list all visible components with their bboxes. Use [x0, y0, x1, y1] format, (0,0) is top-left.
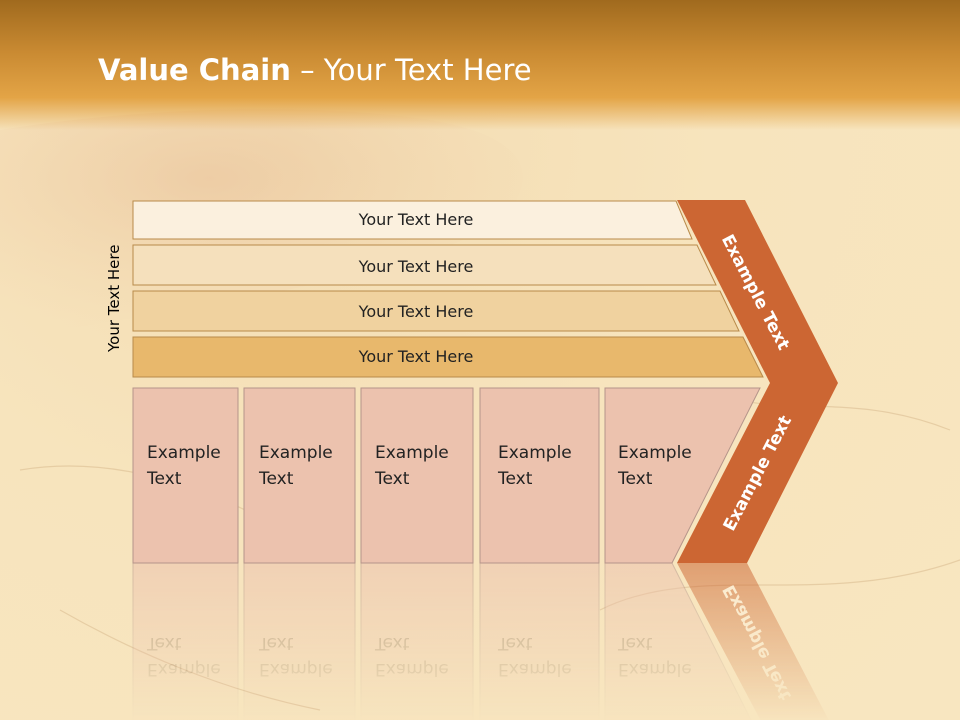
activity-box-1-line2: Text	[146, 469, 182, 489]
activity-box-2-line1: Example	[259, 443, 333, 463]
reflection-boxes	[132, 562, 829, 720]
activity-box-1-line1: Example	[147, 443, 221, 463]
support-band-2[interactable]	[132, 244, 717, 286]
support-band-2-label: Your Text Here	[358, 257, 474, 276]
support-bands: Your Text Here Your Text Here Your Text …	[132, 200, 764, 378]
reflection-text-4a: Example	[498, 659, 572, 679]
page-title: Value Chain – Your Text Here	[98, 53, 532, 87]
reflection-text-5b: Text	[617, 633, 653, 653]
title-bold: Value Chain	[98, 53, 291, 87]
activity-box-4[interactable]	[479, 387, 600, 564]
reflection-text-1a: Example	[147, 659, 221, 679]
margin-chevron-shape[interactable]	[677, 200, 838, 563]
activity-box-2-line2: Text	[258, 469, 294, 489]
reflection-text-2a: Example	[259, 659, 333, 679]
activity-box-4-line1: Example	[498, 443, 572, 463]
support-band-4-label: Your Text Here	[358, 347, 474, 366]
support-band-1[interactable]	[132, 200, 693, 240]
reflection-text-1b: Text	[146, 633, 182, 653]
reflection-text-4b: Text	[497, 633, 533, 653]
diagram-reflection: Example Text Example Text Example Text E…	[132, 562, 829, 720]
activity-box-3-line1: Example	[375, 443, 449, 463]
activity-box-1[interactable]	[132, 387, 239, 564]
support-band-4[interactable]	[132, 336, 764, 378]
title-rest: – Your Text Here	[290, 53, 532, 87]
activity-box-3[interactable]	[360, 387, 474, 564]
support-band-1-label: Your Text Here	[358, 210, 474, 229]
primary-activities: Example Text Example Text Example Text E…	[132, 387, 761, 564]
reflection-text-3a: Example	[375, 659, 449, 679]
activity-box-5-line2: Text	[617, 469, 653, 489]
reflection-text-2b: Text	[258, 633, 294, 653]
activity-box-4-line2: Text	[497, 469, 533, 489]
reflection-text-3b: Text	[374, 633, 410, 653]
header-band	[0, 0, 960, 130]
activity-box-5[interactable]	[604, 387, 761, 564]
activity-box-2[interactable]	[243, 387, 356, 564]
support-band-3-label: Your Text Here	[358, 302, 474, 321]
activity-box-3-line2: Text	[374, 469, 410, 489]
support-band-3[interactable]	[132, 290, 740, 332]
activity-box-5-line1: Example	[618, 443, 692, 463]
reflection-text-5a: Example	[618, 659, 692, 679]
